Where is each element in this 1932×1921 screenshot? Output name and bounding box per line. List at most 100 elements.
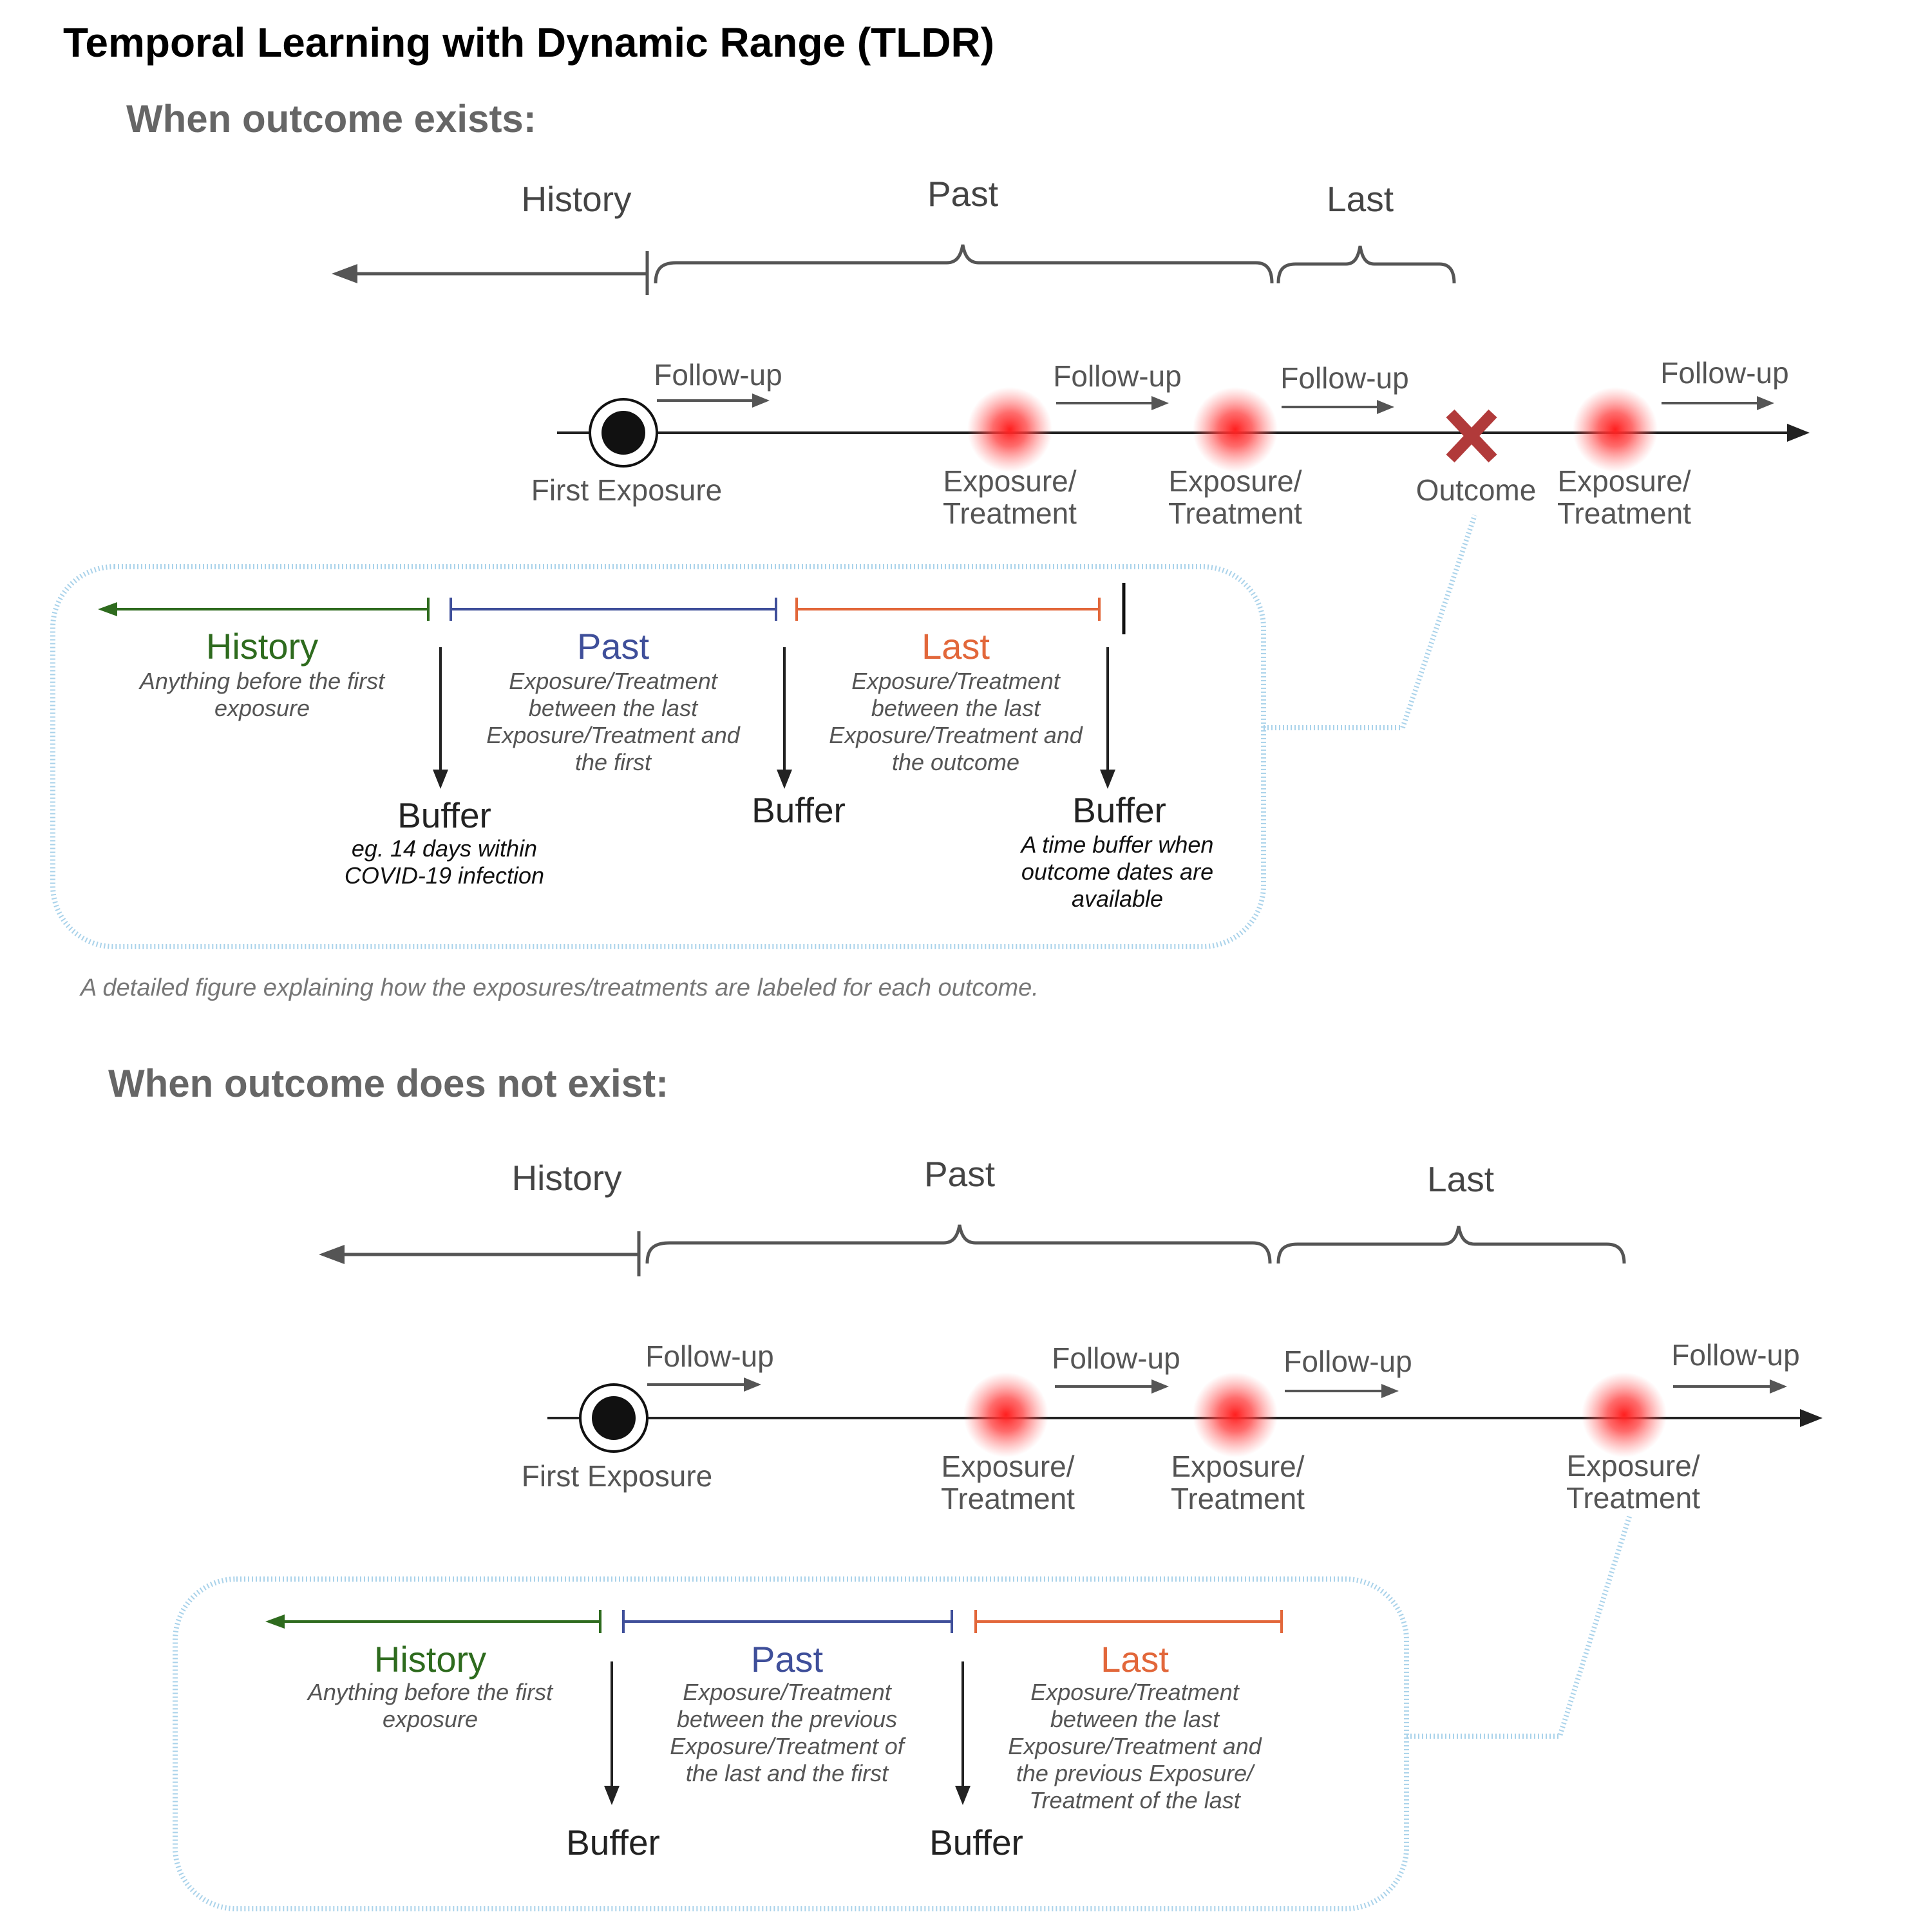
svg-text:between the last: between the last [1050, 1706, 1220, 1732]
svg-text:Exposure/: Exposure/ [941, 1450, 1074, 1483]
first-exposure-label: First Exposure [522, 1459, 713, 1493]
svg-text:Treatment: Treatment [1566, 1481, 1700, 1515]
svg-text:Exposure/Treatment and: Exposure/Treatment and [829, 722, 1083, 748]
svg-text:available: available [1072, 885, 1163, 912]
circled-dot-icon [579, 1383, 649, 1453]
followup-2: Follow-up [1052, 1341, 1180, 1394]
last-range-bar [795, 598, 1101, 621]
brace-label-history: History [511, 1158, 622, 1198]
history-arrow [319, 1231, 641, 1276]
svg-text:Buffer: Buffer [752, 790, 846, 830]
red-glow-dot-icon [1573, 387, 1658, 472]
brace-label-past: Past [924, 1154, 995, 1194]
followup-4: Follow-up [1660, 356, 1789, 410]
detail-callout: History Past Last Anything before the fi… [173, 1515, 1632, 1911]
svg-text:the previous Exposure/: the previous Exposure/ [1016, 1760, 1256, 1786]
buffer-3: Buffer A time buffer when outcome dates … [1020, 790, 1214, 912]
svg-text:Follow-up: Follow-up [645, 1339, 773, 1373]
svg-text:A time buffer when: A time buffer when [1020, 831, 1214, 858]
svg-text:outcome dates are: outcome dates are [1021, 858, 1213, 885]
last-desc: Exposure/Treatment between the last Expo… [1008, 1679, 1262, 1813]
detail-callout: History Past Last Anything before the fi… [50, 514, 1477, 949]
brace-last [1276, 245, 1456, 284]
svg-text:Exposure/: Exposure/ [1168, 464, 1302, 498]
svg-text:Buffer: Buffer [397, 795, 491, 835]
history-arrow [332, 251, 649, 295]
history-desc: Anything before the first exposure [138, 668, 386, 721]
brace-label-last: Last [1327, 179, 1394, 219]
x-mark-icon [1446, 409, 1497, 463]
diagram-title: Temporal Learning with Dynamic Range (TL… [63, 19, 994, 66]
brace-label-history: History [521, 179, 632, 219]
buffer-1: Buffer eg. 14 days within COVID-19 infec… [345, 795, 544, 889]
svg-text:Exposure/Treatment: Exposure/Treatment [509, 668, 718, 694]
svg-text:eg. 14 days within: eg. 14 days within [352, 835, 537, 862]
past-range-bar [622, 1610, 953, 1633]
svg-text:the last and the first: the last and the first [686, 1760, 889, 1786]
red-glow-dot-icon [1193, 1372, 1278, 1457]
svg-text:Exposure/Treatment and: Exposure/Treatment and [486, 722, 741, 748]
circled-dot-icon [589, 398, 658, 468]
red-glow-dot-icon [963, 1372, 1048, 1457]
svg-text:Follow-up: Follow-up [1671, 1338, 1799, 1372]
red-glow-dot-icon [1193, 387, 1278, 472]
svg-text:Buffer: Buffer [929, 1822, 1023, 1862]
svg-text:Follow-up: Follow-up [1280, 361, 1408, 395]
past-title: Past [751, 1639, 823, 1680]
svg-text:Exposure/Treatment: Exposure/Treatment [851, 668, 1061, 694]
timeline: Follow-up Follow-up Follow-up Follow-up … [531, 356, 1810, 530]
section-heading: When outcome does not exist: [108, 1062, 668, 1105]
svg-text:Treatment: Treatment [1557, 497, 1691, 530]
history-title: History [374, 1639, 486, 1680]
svg-text:Treatment: Treatment [1168, 497, 1302, 530]
history-range-arrow [265, 1610, 601, 1633]
red-glow-dot-icon [967, 387, 1052, 472]
svg-text:COVID-19 infection: COVID-19 infection [345, 862, 544, 889]
first-exposure-label: First Exposure [531, 473, 723, 507]
past-desc: Exposure/Treatment between the last Expo… [486, 668, 741, 775]
timeline: Follow-up Follow-up Follow-up Follow-up … [522, 1338, 1823, 1515]
svg-text:Follow-up: Follow-up [1660, 356, 1788, 390]
followup-4: Follow-up [1671, 1338, 1800, 1394]
exposure-label: Exposure/ Treatment [1168, 464, 1302, 530]
last-range-bar [974, 1610, 1283, 1633]
brace-past [645, 1224, 1272, 1264]
exposure-label: Exposure/ Treatment [1566, 1449, 1700, 1515]
svg-text:Exposure/Treatment of: Exposure/Treatment of [670, 1733, 906, 1759]
svg-text:Anything before the first: Anything before the first [138, 668, 386, 694]
followup-3: Follow-up [1283, 1345, 1412, 1398]
last-desc: Exposure/Treatment between the last Expo… [829, 668, 1083, 775]
svg-text:Treatment: Treatment [943, 497, 1077, 530]
section-outcome-exists: When outcome exists: History Past Last [50, 97, 1810, 1001]
brace-last [1276, 1225, 1626, 1264]
exposure-label: Exposure/ Treatment [941, 1450, 1075, 1515]
followup-1: Follow-up [654, 358, 782, 408]
svg-text:Buffer: Buffer [566, 1822, 660, 1862]
svg-text:Exposure/: Exposure/ [943, 464, 1076, 498]
svg-text:Treatment: Treatment [1171, 1482, 1305, 1515]
buffer-arrow [955, 1661, 971, 1805]
svg-text:the outcome: the outcome [892, 749, 1019, 775]
svg-text:Exposure/Treatment: Exposure/Treatment [683, 1679, 892, 1705]
brace-row: History Past Last [332, 174, 1456, 295]
past-desc: Exposure/Treatment between the previous … [670, 1679, 906, 1786]
brace-row: History Past Last [319, 1154, 1626, 1276]
brace-label-last: Last [1427, 1159, 1494, 1199]
section-outcome-not-exists: When outcome does not exist: History Pas… [108, 1062, 1823, 1911]
svg-text:Follow-up: Follow-up [654, 358, 782, 392]
svg-text:between the last: between the last [529, 695, 699, 721]
buffer-2: Buffer [752, 790, 846, 830]
history-desc: Anything before the first exposure [307, 1679, 554, 1732]
followup-1: Follow-up [645, 1339, 774, 1392]
buffer-1: Buffer [566, 1822, 660, 1862]
followup-2: Follow-up [1053, 359, 1182, 410]
exposure-label: Exposure/ Treatment [1171, 1450, 1305, 1515]
svg-text:Exposure/Treatment: Exposure/Treatment [1030, 1679, 1240, 1705]
svg-text:Treatment: Treatment [941, 1482, 1075, 1515]
last-title: Last [922, 626, 990, 667]
section-heading: When outcome exists: [126, 97, 536, 140]
history-range-arrow [98, 598, 430, 621]
figure-caption: A detailed figure explaining how the exp… [79, 974, 1039, 1001]
history-title: History [206, 626, 318, 667]
